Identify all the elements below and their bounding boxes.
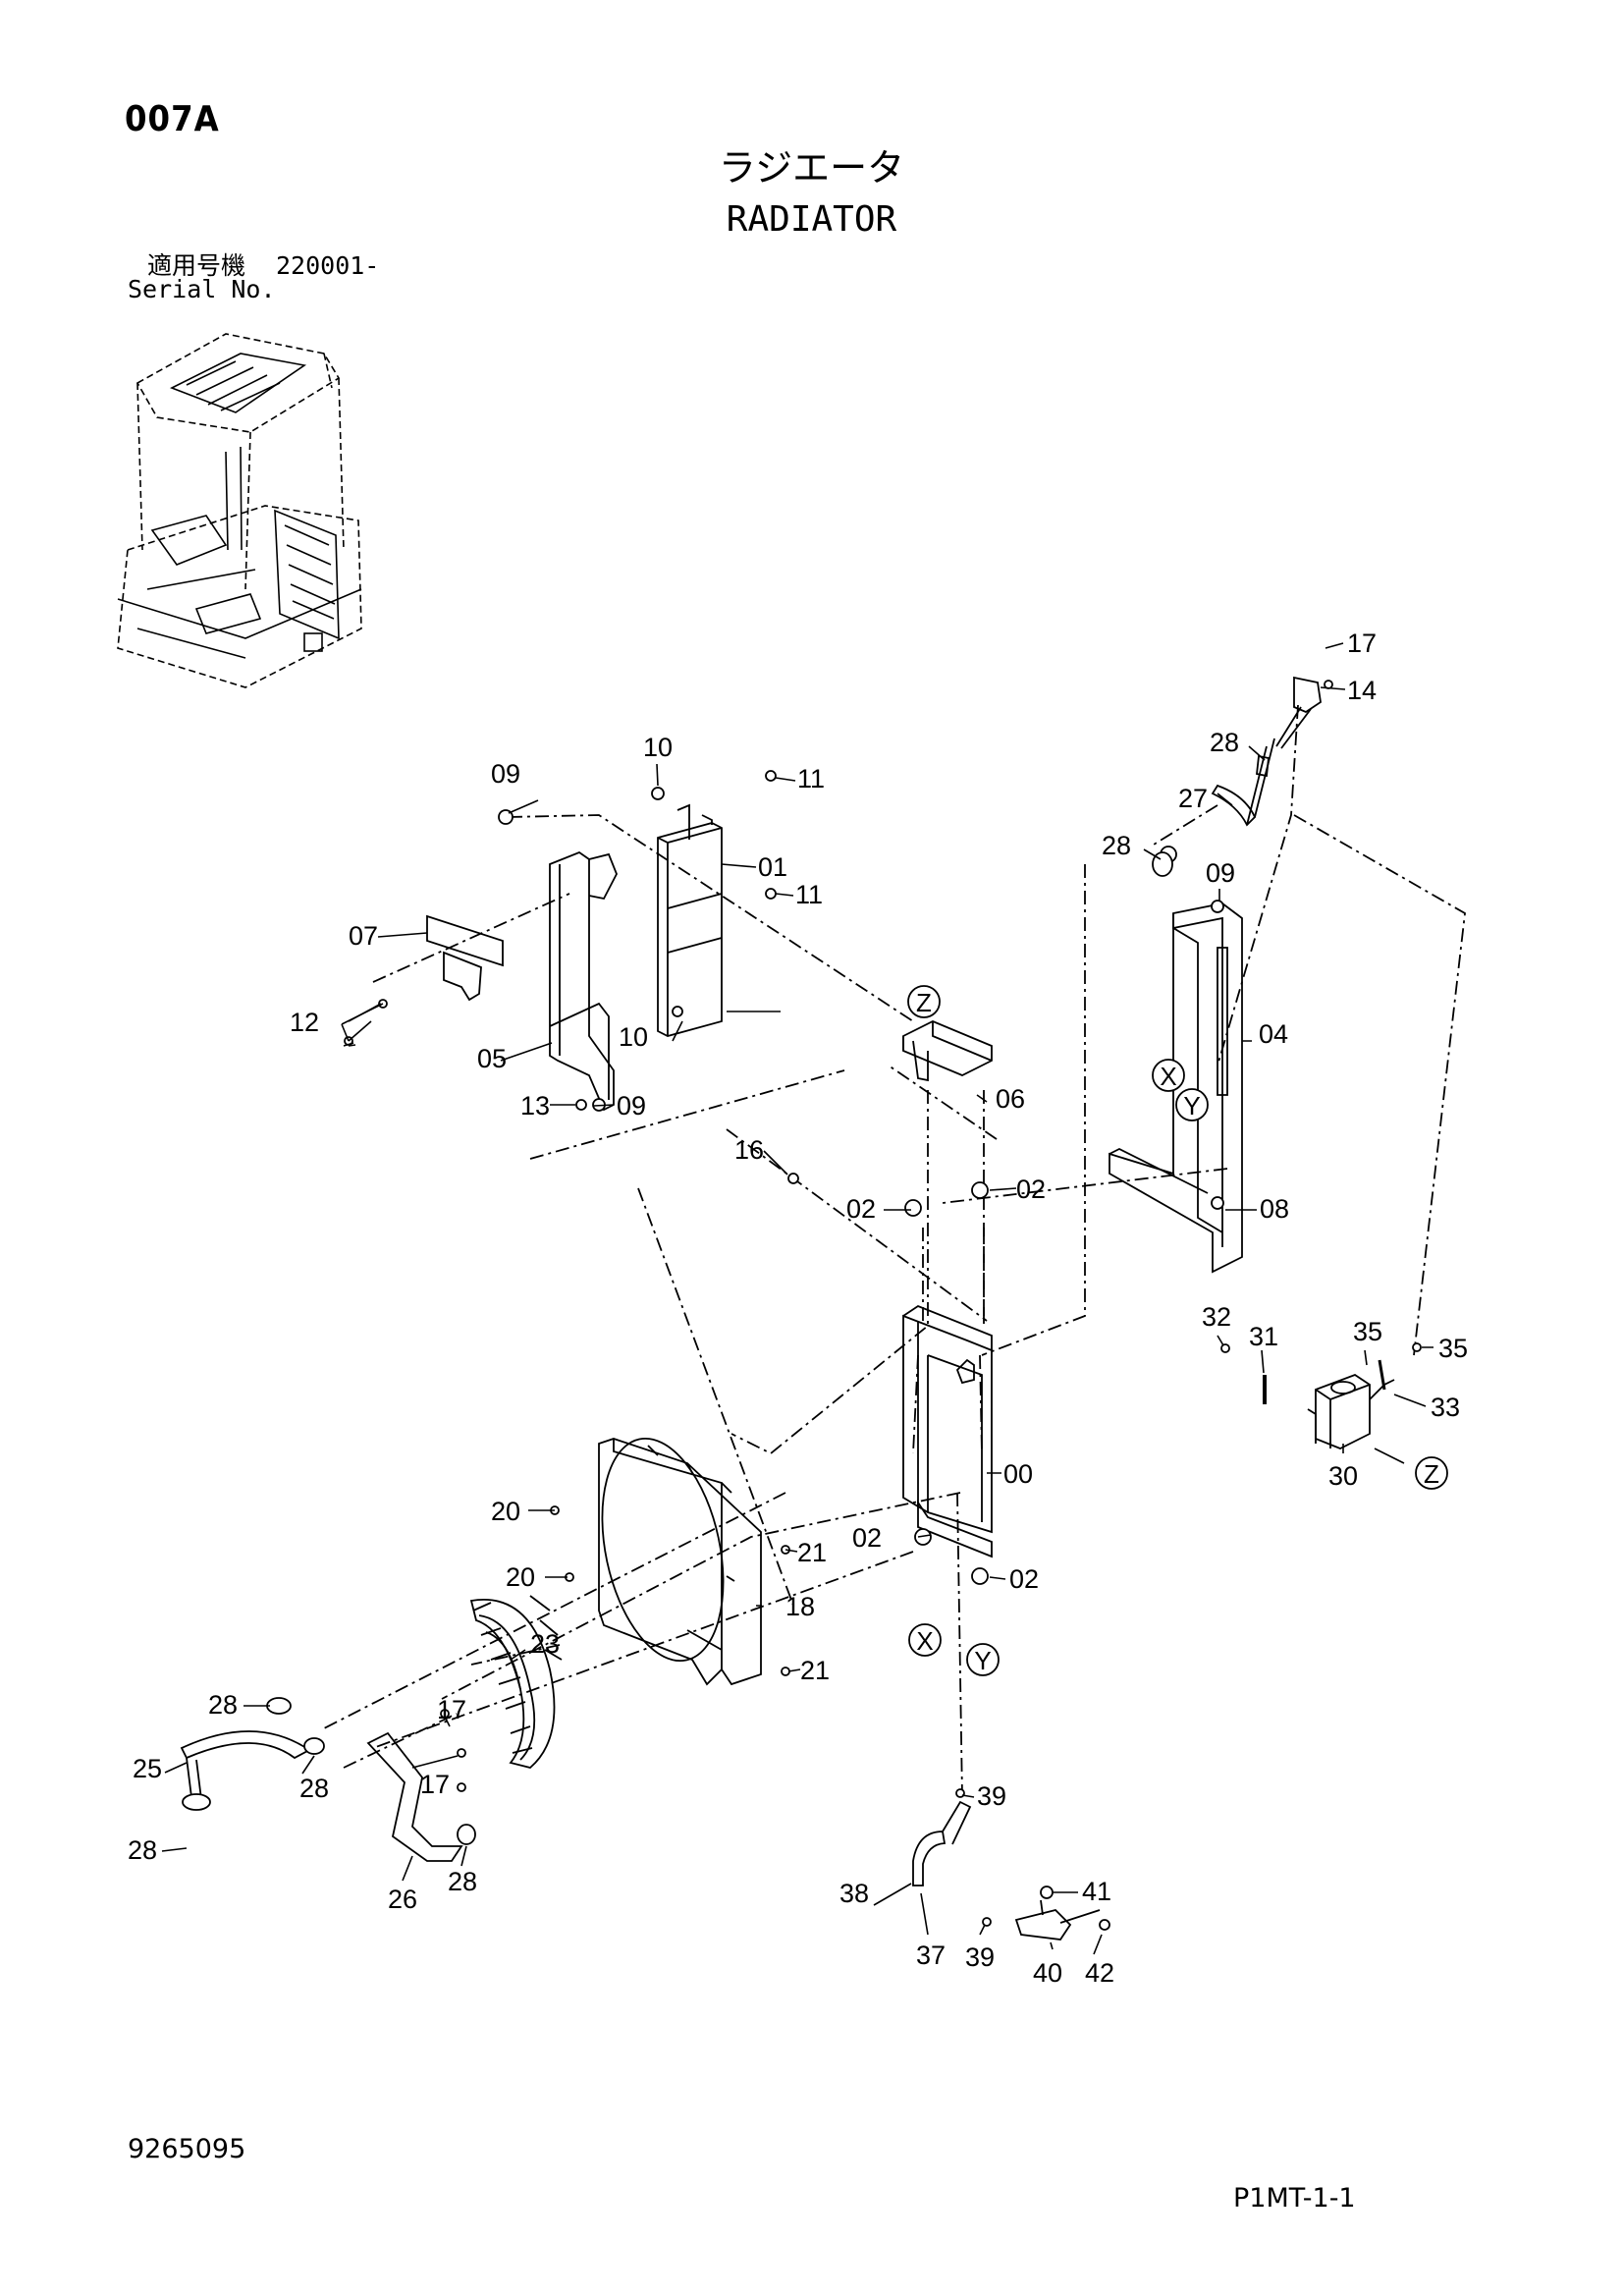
document-number: 9265095 (128, 2134, 246, 2164)
page-title-japanese: ラジエータ (718, 146, 905, 190)
svg-text:14: 14 (1347, 676, 1377, 705)
svg-text:17: 17 (420, 1770, 450, 1799)
view-markers: Z X Y Z X Y (907, 985, 1448, 1676)
serial-number-value: 220001- (276, 251, 380, 280)
svg-text:07: 07 (349, 921, 378, 951)
svg-text:02: 02 (1016, 1175, 1046, 1204)
svg-text:28: 28 (1210, 728, 1239, 757)
svg-text:28: 28 (208, 1690, 238, 1720)
serial-label-english: Serial No. (128, 275, 276, 303)
serial-label-japanese: 適用号機 (147, 251, 246, 280)
exploded-parts (161, 642, 1466, 1955)
svg-text:39: 39 (965, 1942, 995, 1972)
svg-text:31: 31 (1249, 1322, 1278, 1351)
svg-text:02: 02 (846, 1194, 876, 1224)
svg-text:04: 04 (1259, 1019, 1288, 1049)
svg-text:17: 17 (437, 1695, 466, 1724)
part-callouts: 17 14 28 27 28 09 10 11 09 01 11 07 12 1… (128, 629, 1468, 1988)
svg-text:20: 20 (491, 1497, 520, 1526)
svg-text:17: 17 (1347, 629, 1377, 658)
svg-text:Y: Y (974, 1646, 991, 1675)
svg-text:21: 21 (800, 1656, 830, 1685)
svg-text:09: 09 (1206, 858, 1235, 888)
svg-text:35: 35 (1353, 1317, 1382, 1346)
svg-text:16: 16 (734, 1135, 764, 1165)
svg-text:33: 33 (1431, 1393, 1460, 1422)
svg-text:02: 02 (1009, 1564, 1039, 1594)
svg-text:18: 18 (785, 1592, 815, 1621)
svg-text:28: 28 (1102, 831, 1131, 860)
svg-text:00: 00 (1003, 1459, 1033, 1489)
svg-text:11: 11 (795, 880, 823, 909)
svg-text:Y: Y (1183, 1091, 1200, 1121)
svg-text:13: 13 (520, 1091, 550, 1121)
svg-text:40: 40 (1033, 1958, 1062, 1988)
svg-text:26: 26 (388, 1885, 417, 1914)
svg-text:12: 12 (290, 1008, 319, 1037)
svg-text:06: 06 (996, 1084, 1025, 1114)
svg-text:28: 28 (448, 1867, 477, 1896)
svg-text:05: 05 (477, 1044, 507, 1073)
svg-text:20: 20 (506, 1562, 535, 1592)
svg-text:21: 21 (797, 1538, 827, 1567)
svg-text:27: 27 (1178, 784, 1208, 813)
svg-text:42: 42 (1085, 1958, 1114, 1988)
svg-text:02: 02 (852, 1523, 882, 1553)
svg-text:30: 30 (1328, 1461, 1358, 1491)
svg-text:09: 09 (617, 1091, 646, 1121)
svg-text:38: 38 (839, 1879, 869, 1908)
svg-text:10: 10 (643, 733, 673, 762)
svg-text:08: 08 (1260, 1194, 1289, 1224)
svg-text:32: 32 (1202, 1302, 1231, 1332)
svg-text:Z: Z (1424, 1459, 1439, 1489)
svg-text:X: X (1160, 1062, 1176, 1091)
svg-text:37: 37 (916, 1941, 946, 1970)
svg-text:28: 28 (128, 1835, 157, 1865)
machine-locator-view (117, 333, 362, 688)
svg-text:35: 35 (1438, 1334, 1468, 1363)
svg-text:41: 41 (1082, 1877, 1111, 1906)
svg-text:28: 28 (299, 1774, 329, 1803)
svg-text:09: 09 (491, 759, 520, 789)
svg-text:Z: Z (916, 988, 932, 1017)
page-title-english: RADIATOR (726, 199, 897, 240)
page-code: 007A (125, 99, 220, 139)
svg-text:11: 11 (797, 764, 825, 793)
svg-text:01: 01 (758, 852, 787, 882)
svg-text:39: 39 (977, 1781, 1006, 1811)
svg-text:23: 23 (530, 1629, 560, 1659)
sheet-reference: P1MT-1-1 (1233, 2183, 1356, 2214)
svg-text:X: X (916, 1626, 933, 1656)
svg-text:10: 10 (619, 1022, 648, 1052)
svg-text:25: 25 (133, 1754, 162, 1783)
